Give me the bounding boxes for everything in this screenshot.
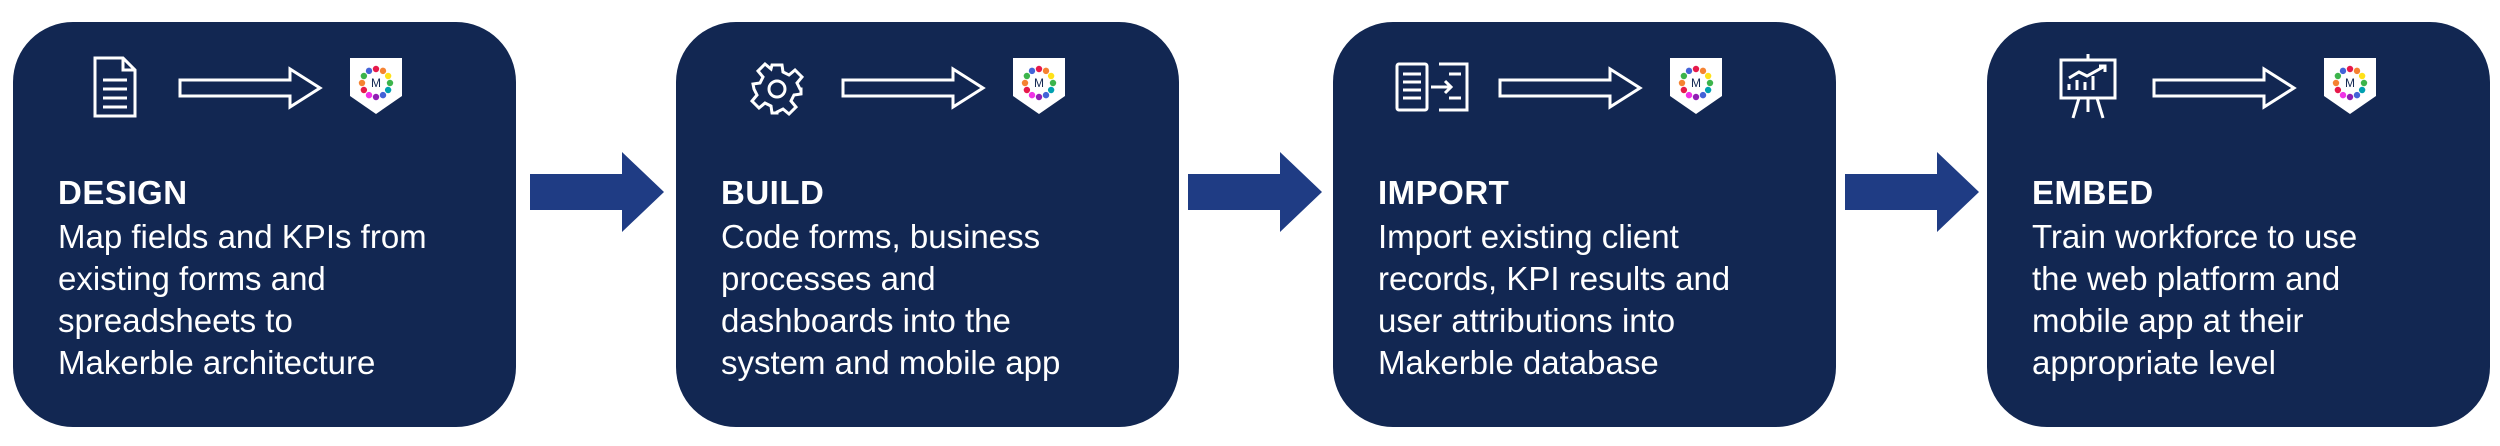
logo-dot xyxy=(2353,67,2361,75)
logo-dot xyxy=(2353,91,2361,99)
right-arrow-outline-icon xyxy=(841,66,986,110)
logo-dot xyxy=(1042,67,1050,75)
logo-dot xyxy=(1035,65,1043,73)
description-line: dashboards into the xyxy=(721,302,1011,339)
logo-dot xyxy=(2339,91,2347,99)
logo-dot xyxy=(358,79,366,87)
description-line: Makerble database xyxy=(1378,344,1659,381)
logo-dot xyxy=(1028,67,1036,75)
logo-dot xyxy=(386,79,394,87)
logo-dot xyxy=(1706,79,1714,87)
logo-dot xyxy=(384,72,392,80)
description-line: mobile app at their xyxy=(2032,302,2304,339)
description-line: Train workforce to use xyxy=(2032,218,2358,255)
logo-ring xyxy=(2332,65,2368,101)
logo-letter: M xyxy=(1034,76,1044,90)
logo-dot xyxy=(1704,86,1712,94)
logo-dot xyxy=(372,93,380,101)
logo-dot xyxy=(1699,91,1707,99)
logo-dot xyxy=(1023,72,1031,80)
connector-arrow-3 xyxy=(1845,152,1979,232)
logo-dot xyxy=(1680,72,1688,80)
description-line: user attributions into xyxy=(1378,302,1676,339)
logo-dot xyxy=(1021,79,1029,87)
logo-dot xyxy=(2358,72,2366,80)
logo-letter: M xyxy=(2345,76,2355,90)
logo-dot xyxy=(1692,93,1700,101)
logo-dot xyxy=(1685,91,1693,99)
presentation-icon xyxy=(2059,54,2117,119)
logo-ring xyxy=(1021,65,1057,101)
logo-dot xyxy=(360,86,368,94)
description-line: Code forms, business xyxy=(721,218,1041,255)
logo-dot xyxy=(1047,72,1055,80)
step-title: BUILD xyxy=(721,174,825,211)
step-description: Code forms, business processes and dashb… xyxy=(721,216,1161,384)
logo-dot xyxy=(379,67,387,75)
logo-dot xyxy=(2339,67,2347,75)
step-card-import: M IMPORT Import existing client records,… xyxy=(1333,22,1836,427)
logo-dot xyxy=(384,86,392,94)
logo-dot xyxy=(360,72,368,80)
logo-dot xyxy=(1685,67,1693,75)
logo-dot xyxy=(2334,72,2342,80)
logo-dot xyxy=(2360,79,2368,87)
logo-dot xyxy=(1042,91,1050,99)
step-description: Train workforce to use the web platform … xyxy=(2032,216,2472,384)
logo-dot xyxy=(365,67,373,75)
step-card-build: M BUILD Code forms, business processes a… xyxy=(676,22,1179,427)
logo-dot xyxy=(1035,93,1043,101)
logo-dot xyxy=(1049,79,1057,87)
step-description: Map fields and KPIs from existing forms … xyxy=(58,216,498,384)
makerble-logo: M xyxy=(1670,58,1722,114)
description-line: appropriate level xyxy=(2032,344,2276,381)
logo-dot xyxy=(1699,67,1707,75)
logo-ring xyxy=(1678,65,1714,101)
logo-dot xyxy=(1692,65,1700,73)
step-title: EMBED xyxy=(2032,174,2154,211)
right-arrow-outline-icon xyxy=(1498,66,1643,110)
logo-dot xyxy=(1047,86,1055,94)
gear-icon xyxy=(749,61,805,117)
description-line: processes and xyxy=(721,260,936,297)
description-line: Makerble architecture xyxy=(58,344,376,381)
makerble-logo: M xyxy=(350,58,402,114)
logo-dot xyxy=(1678,79,1686,87)
step-title: IMPORT xyxy=(1378,174,1510,211)
logo-dot xyxy=(2346,65,2354,73)
logo-dot xyxy=(2334,86,2342,94)
description-line: Map fields and KPIs from xyxy=(58,218,427,255)
step-description: Import existing client records, KPI resu… xyxy=(1378,216,1818,384)
description-line: Import existing client xyxy=(1378,218,1679,255)
logo-dot xyxy=(2358,86,2366,94)
description-line: records, KPI results and xyxy=(1378,260,1731,297)
logo-ring xyxy=(358,65,394,101)
description-line: the web platform and xyxy=(2032,260,2341,297)
connector-arrow-1 xyxy=(530,152,664,232)
logo-dot xyxy=(2332,79,2340,87)
logo-dot xyxy=(379,91,387,99)
right-arrow-outline-icon xyxy=(2152,66,2297,110)
makerble-logo: M xyxy=(2324,58,2376,114)
makerble-logo: M xyxy=(1013,58,1065,114)
logo-dot xyxy=(1680,86,1688,94)
description-line: system and mobile app xyxy=(721,344,1061,381)
import-icon xyxy=(1395,62,1469,112)
document-icon xyxy=(93,56,137,118)
logo-letter: M xyxy=(1691,76,1701,90)
connector-arrow-2 xyxy=(1188,152,1322,232)
logo-dot xyxy=(1704,72,1712,80)
right-arrow-outline-icon xyxy=(178,66,323,110)
description-line: spreadsheets to xyxy=(58,302,293,339)
logo-dot xyxy=(1023,86,1031,94)
description-line: existing forms and xyxy=(58,260,326,297)
logo-dot xyxy=(365,91,373,99)
logo-dot xyxy=(2346,93,2354,101)
logo-letter: M xyxy=(371,76,381,90)
logo-dot xyxy=(1028,91,1036,99)
logo-dot xyxy=(372,65,380,73)
step-card-design: M DESIGN Map fields and KPIs from existi… xyxy=(13,22,516,427)
step-card-embed: M EMBED Train workforce to use the web p… xyxy=(1987,22,2490,427)
step-title: DESIGN xyxy=(58,174,188,211)
